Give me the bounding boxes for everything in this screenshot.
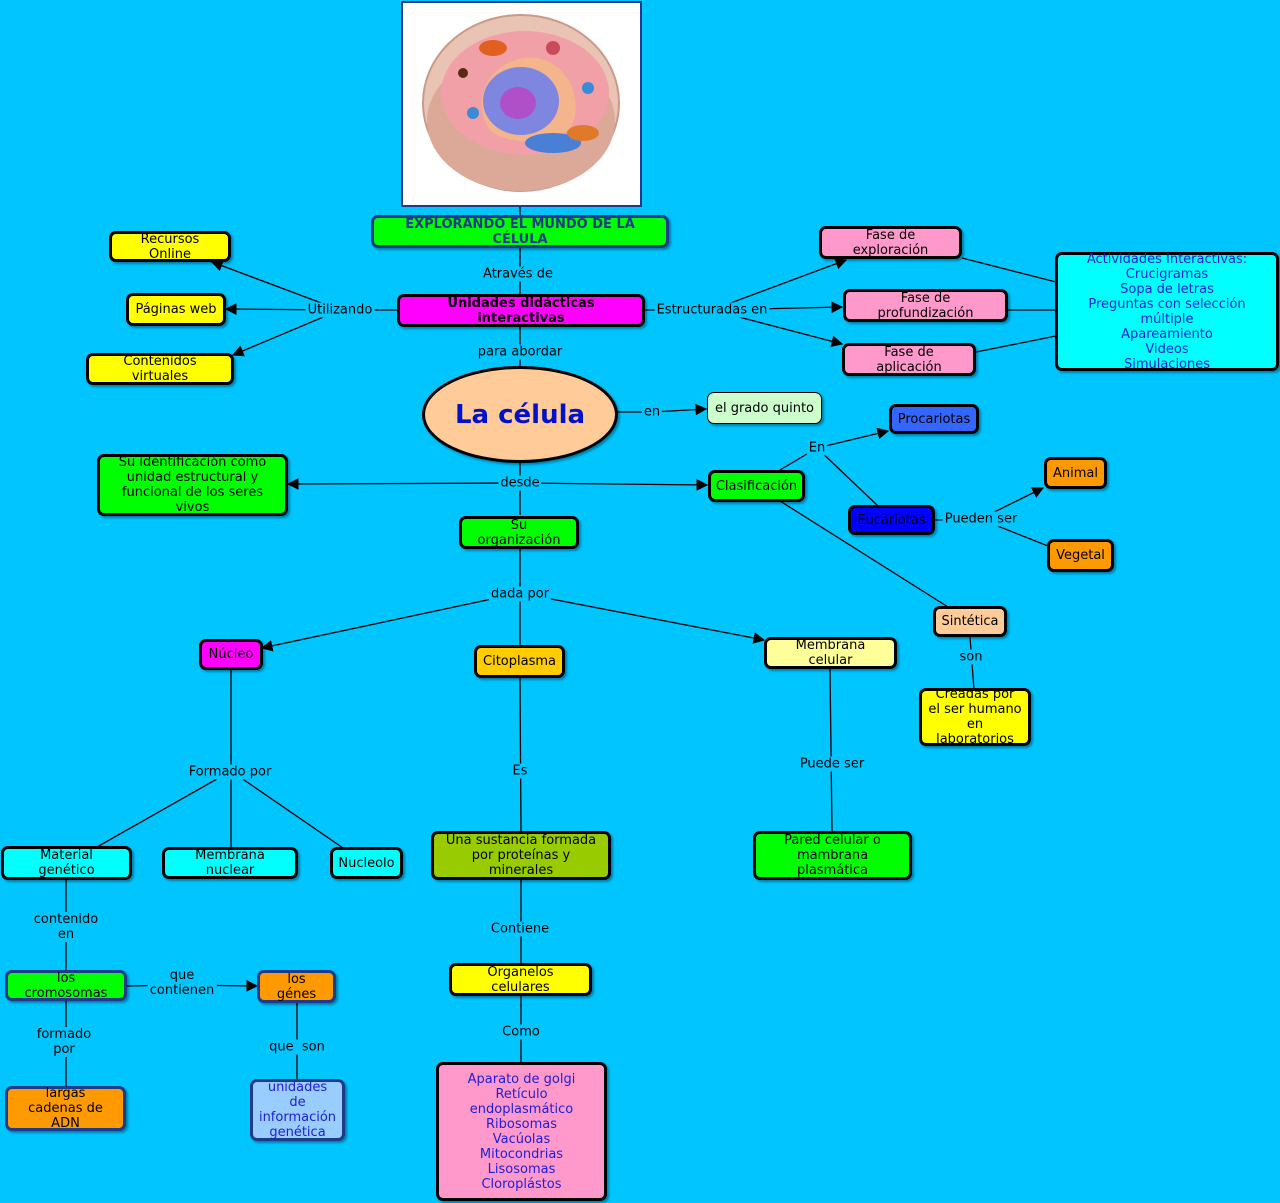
material-genetico-node[interactable]: Material genético: [1, 846, 132, 880]
link-label-es: Es: [510, 763, 530, 779]
eucariotas-node[interactable]: Eucariotas: [848, 505, 935, 535]
link-label-pueden-ser: Pueden ser: [942, 511, 1020, 527]
link-label-formado-por-2: formado por: [34, 1027, 94, 1057]
link-label-en: en: [641, 404, 663, 420]
cadenas-adn-node[interactable]: largas cadenas de ADN: [5, 1086, 126, 1131]
map-title: EXPLORANDO EL MUNDO DE LA CÉLULA: [371, 215, 669, 248]
recursos-online-node[interactable]: Recursos Online: [109, 231, 231, 262]
organizacion-node[interactable]: Su organización: [459, 516, 579, 549]
cell-illustration: [401, 1, 642, 207]
link-label-contiene: Contiene: [488, 921, 552, 937]
membrana-celular-node[interactable]: Membrana celular: [764, 637, 897, 669]
link-label-dada-por: dada por: [488, 586, 552, 602]
link-label-desde: desde: [498, 475, 542, 491]
link-label-utilizando: Utilizando: [305, 302, 375, 318]
grado-quinto-node[interactable]: el grado quinto: [707, 392, 822, 424]
link-label-atraves: Através de: [481, 266, 555, 282]
link-label-contenido-en: contenido en: [31, 912, 101, 942]
identificacion-node[interactable]: Su identificación como unidad estructura…: [97, 454, 288, 516]
genes-node[interactable]: los génes: [257, 970, 336, 1003]
creadas-node[interactable]: Creadas por el ser humano en laboratorio…: [919, 687, 1031, 747]
pared-celular-node[interactable]: Pared celular o mambrana plasmática: [753, 831, 912, 880]
cromosomas-node[interactable]: los cromosomas: [5, 970, 127, 1001]
link-label-son: son: [957, 649, 985, 665]
link-label-para-abordar: para abordar: [475, 344, 565, 360]
animal-node[interactable]: Animal: [1044, 457, 1107, 489]
fase-profundizacion-node[interactable]: Fase de profundización: [843, 289, 1008, 322]
central-node[interactable]: La célula: [422, 366, 618, 463]
nucleo-node[interactable]: Núcleo: [199, 639, 263, 670]
organelos-lista-node[interactable]: Aparato de golgi Retículo endoplasmático…: [436, 1062, 607, 1201]
procariotas-node[interactable]: Procariotas: [889, 404, 979, 434]
link-label-que-contienen: que contienen: [147, 968, 217, 998]
link-label-formado-por: Formado por: [186, 764, 274, 780]
link-label-que-son: que son: [267, 1039, 327, 1055]
unidades-informacion-node[interactable]: unidades de información genética: [250, 1079, 345, 1141]
contenidos-virtuales-node[interactable]: Contenidos virtuales: [86, 353, 234, 385]
sintetica-node[interactable]: Sintética: [933, 606, 1007, 637]
organelos-node[interactable]: Organelos celulares: [449, 963, 592, 996]
sustancia-node[interactable]: Una sustancia formada por proteínas y mi…: [431, 831, 611, 880]
clasificacion-node[interactable]: Clasificación: [708, 470, 805, 502]
vegetal-node[interactable]: Vegetal: [1047, 539, 1114, 572]
actividades-node[interactable]: Actividades Interactivas: Crucigramas So…: [1055, 252, 1279, 372]
fase-exploracion-node[interactable]: Fase de exploración: [819, 226, 962, 259]
link-label-en-clasificacion: En: [806, 440, 828, 456]
link-label-puede-ser: Puede ser: [797, 756, 867, 772]
citoplasma-node[interactable]: Citoplasma: [474, 645, 565, 678]
nucleolo-node[interactable]: Nucleolo: [330, 847, 403, 879]
paginas-web-node[interactable]: Páginas web: [126, 293, 226, 326]
link-label-estructuradas: Estructuradas en: [654, 302, 770, 318]
fase-aplicacion-node[interactable]: Fase de aplicación: [842, 343, 976, 376]
link-label-como: Como: [500, 1024, 542, 1040]
membrana-nuclear-node[interactable]: Membrana nuclear: [162, 847, 298, 879]
unidades-node[interactable]: Unidades didácticas interactivas: [397, 294, 645, 327]
